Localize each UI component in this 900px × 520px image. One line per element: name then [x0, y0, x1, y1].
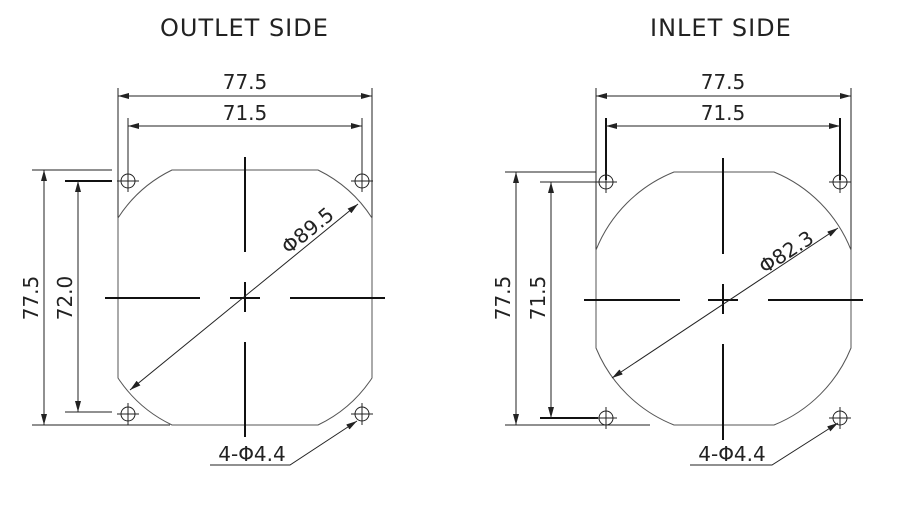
outlet-width-holes-label: 71.5: [223, 101, 268, 125]
inlet-body-outline: [595, 171, 852, 426]
outlet-body-outline: [117, 169, 373, 426]
outlet-mounting-holes: [117, 170, 373, 425]
inlet-drawing: 77.5 71.5 77.5 71.5 Φ82.3 4-Φ4.4: [491, 70, 863, 466]
outlet-height-holes-label: 72.0: [53, 276, 77, 321]
outlet-side-title: OUTLET SIDE: [160, 14, 329, 42]
outlet-diameter-label: Φ89.5: [277, 202, 339, 259]
inlet-height-overall-label: 77.5: [491, 276, 515, 321]
inlet-height-holes-label: 71.5: [526, 276, 550, 321]
outlet-drawing: 77.5 71.5 77.5 72.0 Φ89.5 4-Φ4.4: [19, 70, 385, 466]
inlet-side-title: INLET SIDE: [650, 14, 792, 42]
inlet-hole-leader: [690, 422, 839, 466]
outlet-hole-leader: [210, 420, 358, 466]
outlet-width-overall-label: 77.5: [223, 70, 268, 94]
inlet-mounting-holes: [595, 171, 851, 429]
inlet-diameter-line: [611, 227, 839, 379]
outlet-height-overall-label: 77.5: [19, 276, 43, 321]
outlet-holes-label: 4-Φ4.4: [218, 442, 286, 466]
inlet-holes-label: 4-Φ4.4: [698, 442, 766, 466]
inlet-width-overall-label: 77.5: [701, 70, 746, 94]
inlet-width-holes-label: 71.5: [701, 101, 746, 125]
inlet-diameter-label: Φ82.3: [754, 226, 818, 279]
outlet-diameter-line: [129, 203, 359, 391]
